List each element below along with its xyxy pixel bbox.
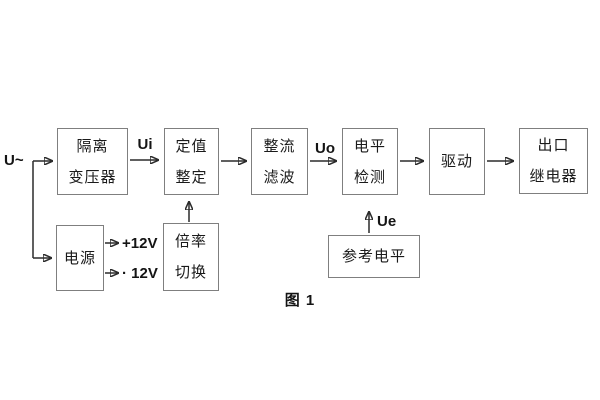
block-label: 参考电平 [341,248,406,265]
block-label: 继电器 [529,168,578,185]
block-label: 整流 [263,137,296,155]
block-label: 驱动 [440,153,473,170]
block-value-setting: 定值 整定 [164,128,219,195]
block-ratio-switch: 倍率 切换 [163,223,219,291]
label-ue: Ue [377,213,397,230]
label-minus-12v: · 12V [122,265,158,282]
block-power-supply: 电源 [56,225,104,291]
block-label: 变压器 [68,168,117,186]
block-rectify-filter: 整流 滤波 [251,128,308,195]
label-uo: Uo [315,140,335,157]
block-label: 检测 [353,168,386,186]
block-isolation-transformer: 隔离 变压器 [57,128,128,195]
block-label: 整定 [175,168,208,186]
figure-caption: 图 1 [284,292,316,309]
block-output-relay: 出口 继电器 [519,128,588,194]
block-label: 电源 [63,249,96,267]
block-label: 定值 [175,137,208,155]
block-label: 隔离 [76,137,109,155]
block-label: 切换 [174,264,207,281]
block-level-detect: 电平 检测 [342,128,398,195]
label-ui: Ui [137,136,153,153]
block-label: 出口 [537,137,570,154]
label-input-voltage: U~ [4,152,24,169]
label-plus-12v: +12V [122,235,158,252]
block-drive: 驱动 [429,128,485,195]
block-label: 滤波 [263,168,296,186]
block-label: 倍率 [174,233,207,250]
block-reference-level: 参考电平 [328,235,420,278]
block-label: 电平 [353,137,386,155]
